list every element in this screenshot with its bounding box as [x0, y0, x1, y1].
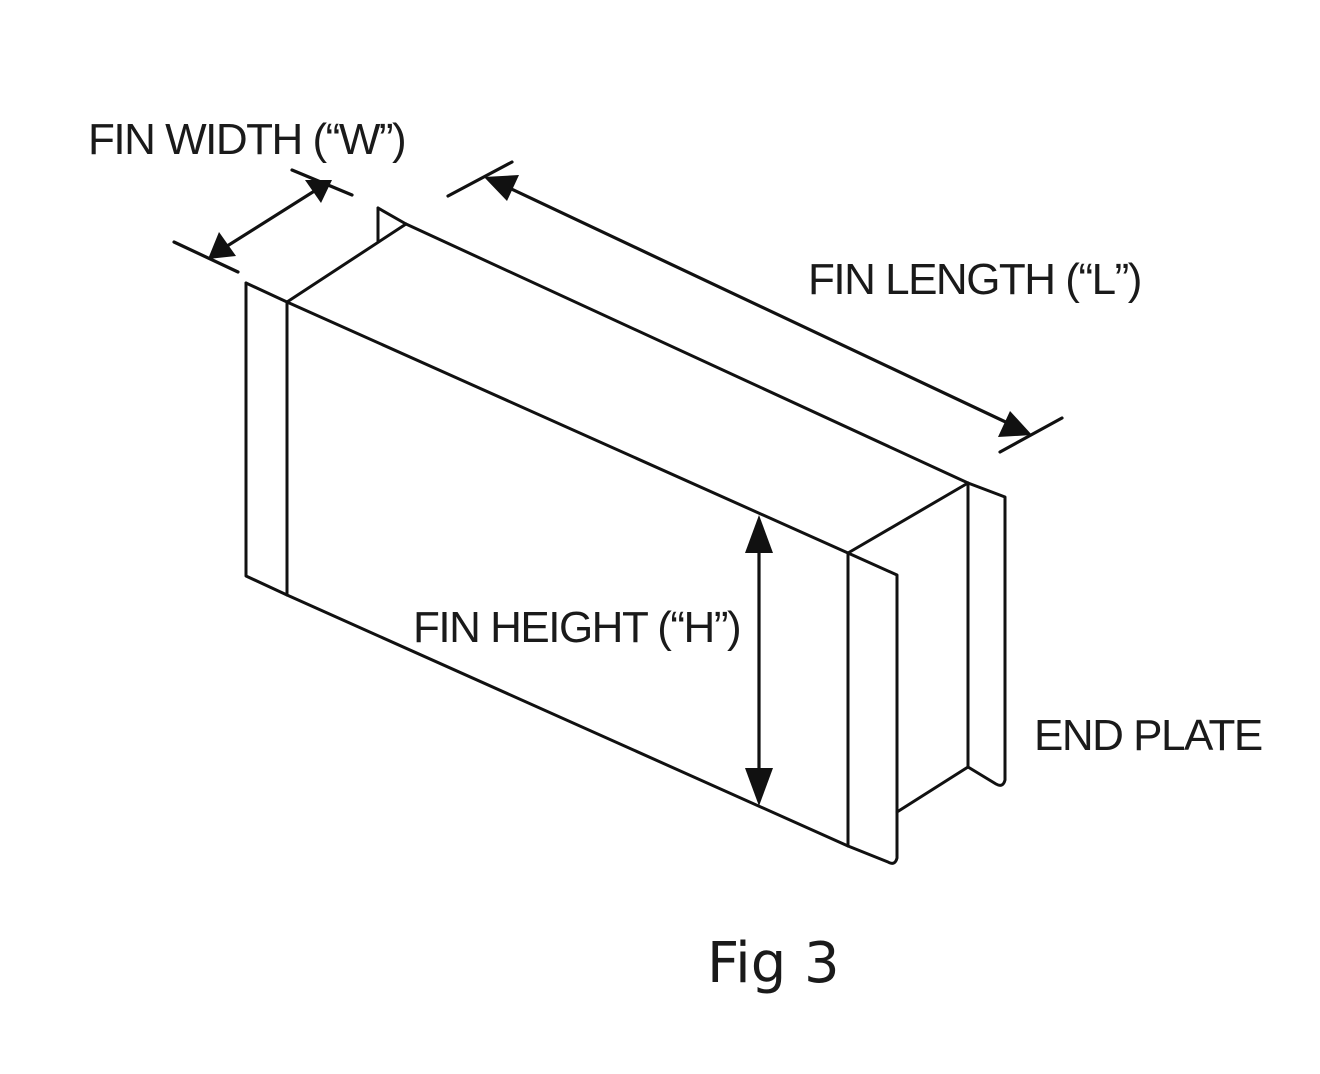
length-arrowhead-left — [484, 175, 519, 201]
width-arrow-shaft — [222, 188, 318, 250]
fin-length-dimension — [446, 160, 1064, 454]
end-plate-label: END PLATE — [1034, 711, 1262, 760]
top-face-back-edge — [404, 222, 970, 485]
fin-width-dimension — [172, 168, 354, 274]
length-arrow-shaft — [503, 184, 1014, 427]
front-face-bottom-edge — [285, 593, 850, 848]
fin-height-dimension — [745, 515, 773, 806]
length-extension-line-left — [446, 160, 514, 198]
fin-body — [285, 206, 970, 848]
fin-height-label: FIN HEIGHT (“H”) — [413, 603, 740, 652]
front-face-top-edge — [285, 300, 850, 555]
height-arrowhead-top — [745, 515, 773, 553]
length-arrowhead-right — [998, 411, 1032, 437]
width-extension-line-left — [172, 240, 240, 274]
height-arrowhead-bottom — [745, 768, 773, 806]
top-face-right-edge — [846, 481, 970, 555]
fin-width-label: FIN WIDTH (“W”) — [88, 115, 405, 164]
width-arrowhead-right — [305, 180, 332, 203]
figure-caption: Fig 3 — [707, 931, 840, 996]
top-face-left-edge — [285, 222, 408, 304]
width-arrowhead-left — [208, 232, 236, 259]
fin-length-label: FIN LENGTH (“L”) — [808, 255, 1141, 304]
left-end-plate — [244, 281, 289, 597]
right-end-plate — [846, 481, 1007, 865]
